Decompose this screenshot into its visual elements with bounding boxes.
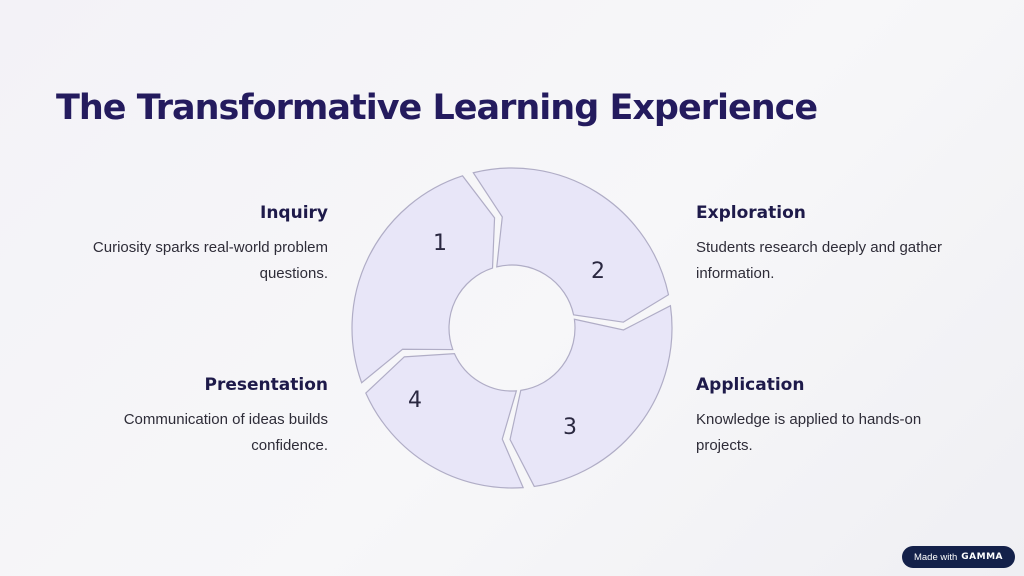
badge-prefix: Made with	[913, 551, 958, 563]
step-4-number: 4	[408, 388, 422, 413]
step-3-heading: Application	[696, 375, 805, 395]
segment-3	[365, 352, 525, 489]
segment-4	[351, 175, 496, 384]
step-1-heading: Inquiry	[260, 203, 328, 223]
gamma-logo: GAMMA	[961, 552, 1004, 562]
step-1-number: 1	[433, 231, 447, 256]
segment-1	[472, 167, 670, 323]
step-2-number: 2	[591, 259, 605, 284]
step-3-description: Knowledge is applied to hands-on project…	[696, 411, 922, 454]
step-2-description: Students research deeply and gather info…	[696, 239, 942, 282]
step-3-number: 3	[563, 415, 577, 440]
step-1-description: Curiosity sparks real-world problem ques…	[92, 239, 328, 282]
step-4-description: Communication of ideas builds confidence…	[123, 411, 328, 454]
segment-2	[509, 304, 673, 488]
cycle-segments	[351, 167, 673, 489]
made-with-badge[interactable]: Made with GAMMA	[902, 546, 1015, 568]
step-2-heading: Exploration	[696, 203, 806, 223]
page-title: The Transformative Learning Experience	[56, 88, 818, 128]
step-4-heading: Presentation	[204, 375, 328, 395]
